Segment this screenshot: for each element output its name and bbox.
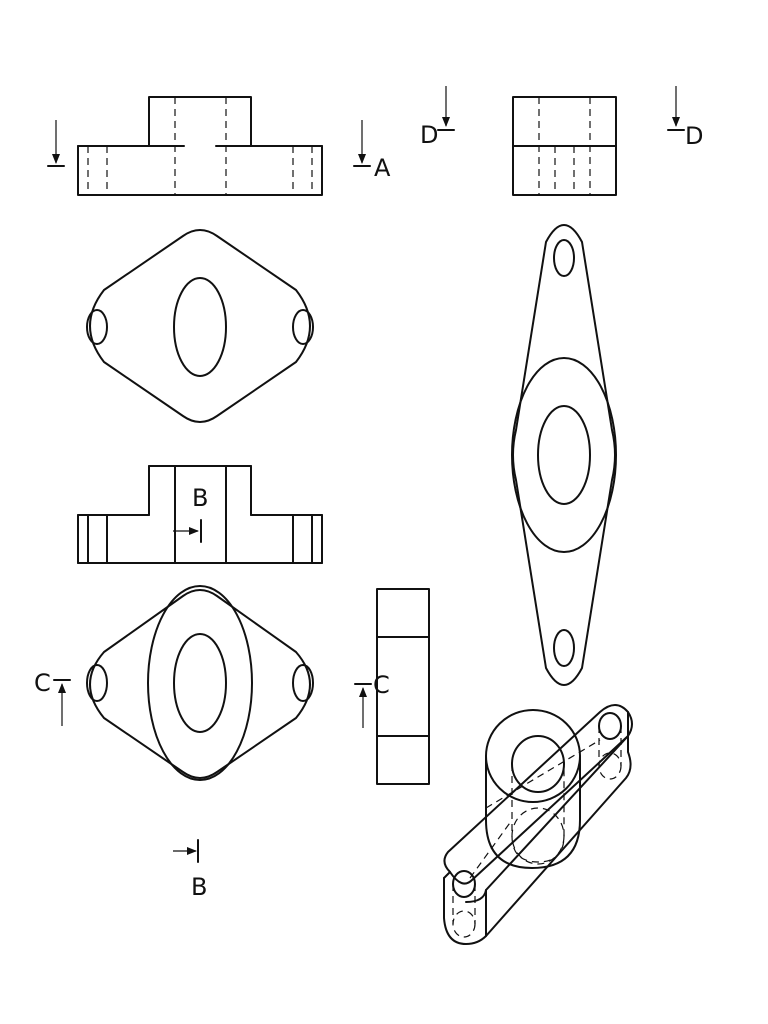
section-a-marker-left [47, 120, 65, 167]
section-view-a [86, 229, 314, 423]
front-view [77, 96, 323, 196]
section-b-marker-upper: B [173, 484, 208, 543]
section-b-marker-lower: B [173, 839, 207, 901]
section-c-marker-mid: C [354, 671, 390, 728]
section-a-label: A [374, 154, 391, 182]
section-a-marker-right: A [353, 120, 391, 182]
section-b-label-lower: B [191, 873, 207, 901]
isometric-view [443, 704, 633, 945]
section-d-label-left: D [420, 121, 438, 149]
section-c-label-mid: C [373, 671, 390, 699]
section-view-c [376, 588, 430, 785]
section-d-marker-right: D [667, 86, 703, 150]
section-view-d [511, 224, 617, 686]
section-view-b [77, 465, 323, 564]
section-c-label-left: C [34, 669, 51, 697]
side-view [512, 96, 617, 196]
top-view [86, 585, 314, 781]
section-d-label-right: D [685, 122, 703, 150]
section-d-marker-left: D [420, 86, 455, 149]
section-b-label-upper: B [192, 484, 208, 512]
section-c-marker-left: C [34, 669, 71, 726]
